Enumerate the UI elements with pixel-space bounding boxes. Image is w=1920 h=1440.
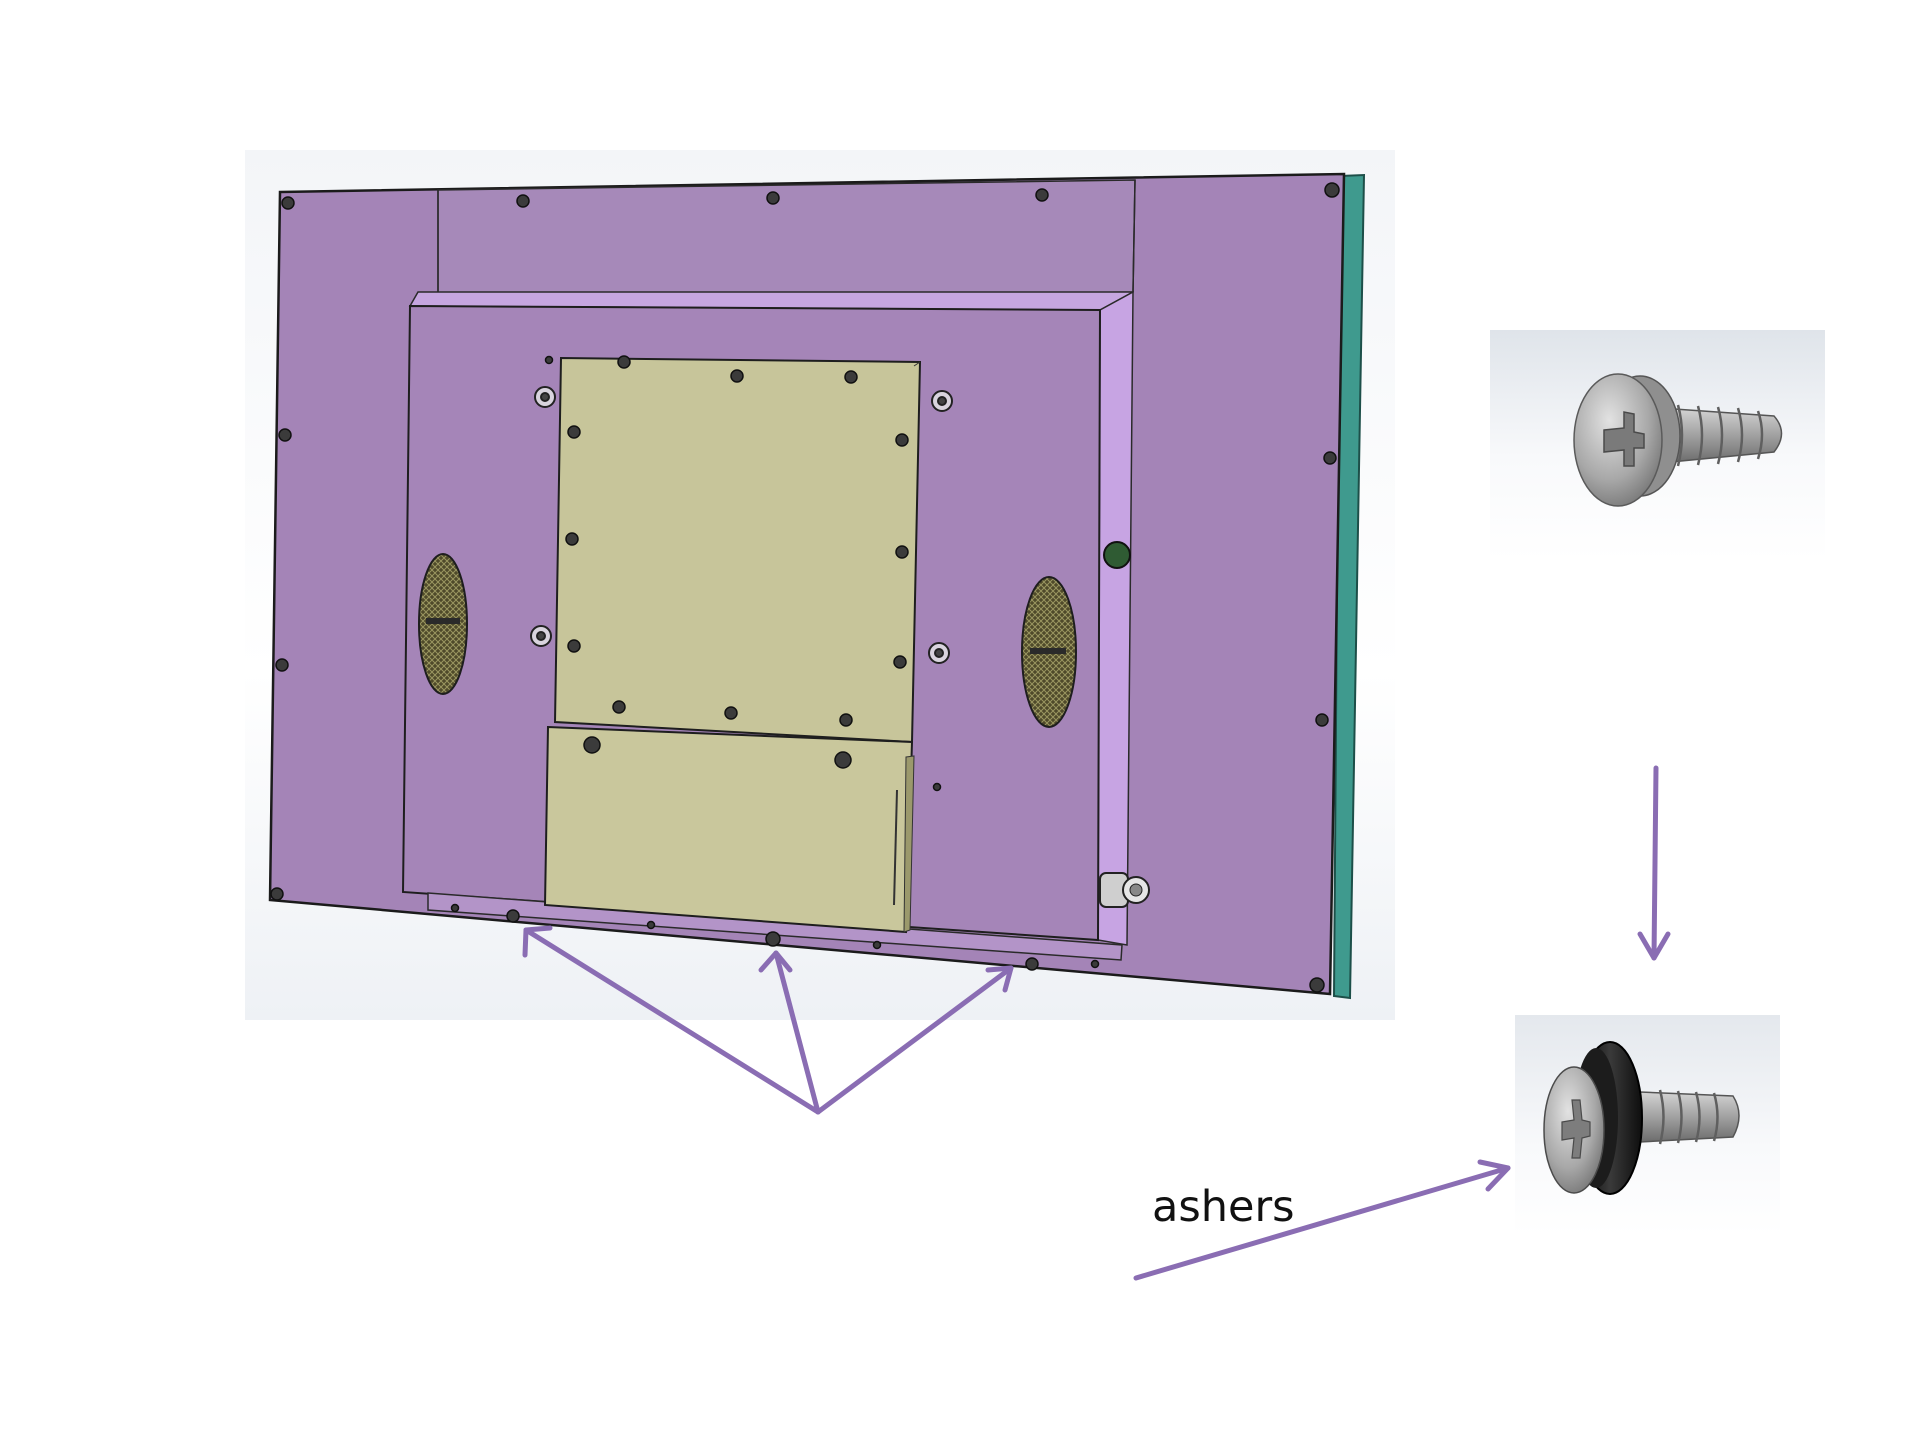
panel-upper-band: [438, 180, 1135, 300]
pan-head-screw-icon: [1574, 374, 1782, 506]
cable-gland: [1100, 873, 1149, 907]
screw-with-washer-icon: [1544, 1042, 1739, 1194]
down-arrow: [1640, 768, 1668, 958]
side-connector: [1104, 542, 1130, 568]
vesa-mount-plate: [555, 358, 920, 742]
washers-callout-label: ashers: [1152, 1182, 1295, 1232]
display-panel: [270, 174, 1364, 998]
enclosure-right-face: [1098, 292, 1133, 945]
lower-cover-plate: [545, 727, 912, 932]
